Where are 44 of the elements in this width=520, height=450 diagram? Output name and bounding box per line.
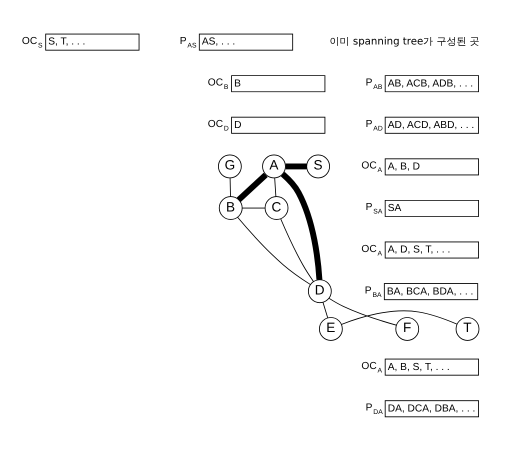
node-circle: A <box>262 154 286 178</box>
node-box: AD, ACD, ABD, . . . <box>384 116 479 134</box>
connector <box>280 218 314 282</box>
label: 이미 spanning tree가 구성된 곳 <box>330 36 480 48</box>
connector <box>236 172 268 202</box>
connector <box>280 172 322 280</box>
connector <box>230 178 231 197</box>
node-box: A, D, S, T, . . . <box>384 242 479 259</box>
node-label: P$_{AS}$ <box>180 36 196 50</box>
node-box: A, B, D <box>384 158 479 176</box>
connector <box>286 163 306 170</box>
connector <box>322 302 328 318</box>
node-box: S, T, . . . <box>45 34 140 51</box>
node-circle: C <box>264 196 288 220</box>
node-label: P$_{AB}$ <box>366 77 382 91</box>
node-label: P$_{DA}$ <box>366 402 383 416</box>
node-box: DA, DCA, DBA, . . . <box>384 400 479 418</box>
node-box: AS, . . . <box>198 34 294 51</box>
node-label: P$_{BA}$ <box>364 285 382 299</box>
node-box: A, B, S, T, . . . <box>384 358 479 376</box>
node-label: OC$_{A}$ <box>361 244 382 258</box>
node-label: OC$_{A}$ <box>361 160 382 174</box>
node-box: SA <box>384 200 479 217</box>
node-circle: E <box>318 317 343 341</box>
node-box: B <box>231 75 326 92</box>
node-label: P$_{SA}$ <box>366 202 382 216</box>
node-label: OC$_{B}$ <box>208 77 228 91</box>
node-label: P$_{AD}$ <box>366 119 383 133</box>
node-label: OC$_{A}$ <box>361 360 382 374</box>
node-circle: T <box>456 317 480 341</box>
node-circle: G <box>218 154 242 178</box>
connector <box>274 178 276 197</box>
connector <box>328 298 397 326</box>
node-circle: D <box>308 279 332 304</box>
node-circle: S <box>306 154 330 178</box>
node-circle: F <box>395 317 420 341</box>
node-label: OC$_{S}$ <box>22 36 43 50</box>
node-label: OC$_{D}$ <box>208 119 229 133</box>
node-box: AB, ACB, ADB, . . . <box>384 75 479 92</box>
connector <box>341 310 458 325</box>
node-box: D <box>231 116 326 134</box>
node-circle: B <box>218 196 243 220</box>
node-box: BA, BCA, BDA, . . . <box>384 283 478 300</box>
connector <box>237 216 311 285</box>
